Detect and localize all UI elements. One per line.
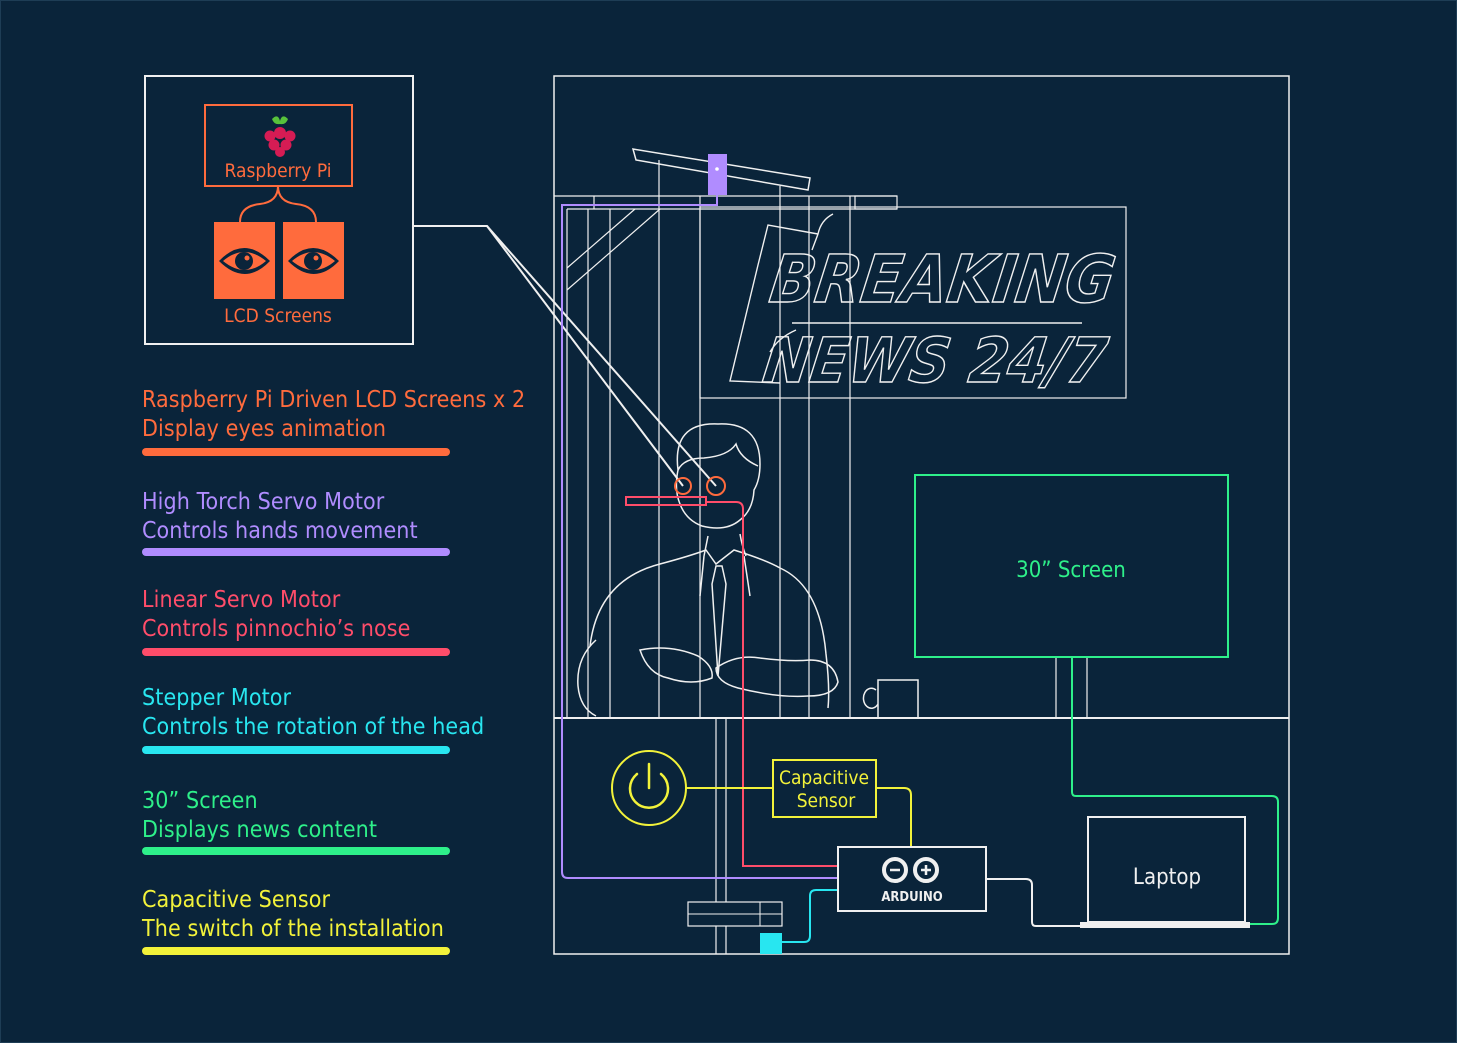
high-torch-servo-motor xyxy=(708,154,727,195)
legend-color-bar xyxy=(142,947,450,955)
legend-item-linear-servo: Linear Servo Motor Controls pinnochio’s … xyxy=(142,586,562,656)
legend-title: Raspberry Pi Driven LCD Screens x 2 xyxy=(142,387,526,413)
wire-servo-arduino xyxy=(561,195,840,879)
eye-icon xyxy=(219,248,270,274)
stepper-motor xyxy=(687,901,783,954)
installation-frame xyxy=(553,75,1290,955)
legend-item-high-torch-servo: High Torch Servo Motor Controls hands mo… xyxy=(142,488,562,556)
legend-color-bar xyxy=(142,746,450,754)
wire-nose-arduino xyxy=(706,501,840,867)
nose-linear-servo xyxy=(625,496,707,506)
inset-box: Raspberry Pi LCD Screens xyxy=(144,75,414,345)
legend-description: Displays news content xyxy=(142,817,378,843)
wire-stepper-arduino xyxy=(782,889,838,943)
wire-arduino-laptop xyxy=(986,878,1084,927)
sign-text-line1: BREAKING xyxy=(765,240,1120,318)
laptop: Laptop xyxy=(1080,816,1250,928)
arduino-label: ARDUINO xyxy=(881,890,942,905)
laptop-label: Laptop xyxy=(1133,865,1201,890)
legend-title: Linear Servo Motor xyxy=(142,587,341,613)
legend-color-bar xyxy=(142,847,450,855)
raspberry-pi-label: Raspberry Pi xyxy=(225,160,332,182)
inset-frame xyxy=(144,75,414,345)
raspberry-pi-logo-icon xyxy=(264,116,296,157)
legend-color-bar xyxy=(142,648,450,656)
callout-line xyxy=(486,225,717,487)
stepper-motor-unit xyxy=(760,933,782,954)
servo-arm xyxy=(631,148,811,195)
eye-lcd-left xyxy=(674,477,692,495)
legend-title: Capacitive Sensor xyxy=(142,887,331,913)
arduino-board: ARDUINO xyxy=(837,846,987,912)
wire-screen-laptop xyxy=(1071,658,1279,925)
arduino-logo-icon xyxy=(882,857,939,883)
legend-description: The switch of the installation xyxy=(142,916,444,942)
eye-icon xyxy=(288,248,339,274)
legend-item-30-screen: 30” Screen Displays news content xyxy=(142,787,562,855)
callout-line xyxy=(413,225,684,487)
legend-title: High Torch Servo Motor xyxy=(142,489,385,515)
screen-30-inch: 30” Screen xyxy=(914,474,1229,658)
power-button-icon xyxy=(611,750,687,826)
legend-description: Controls pinnochio’s nose xyxy=(142,616,411,642)
legend-description: Controls the rotation of the head xyxy=(142,714,485,740)
legend-title: 30” Screen xyxy=(142,788,258,814)
legend-color-bar xyxy=(142,448,450,456)
wire-rpi-lcd-left xyxy=(239,185,279,223)
sensor-label-line1: Capacitive xyxy=(779,767,869,789)
legend-description: Display eyes animation xyxy=(142,416,387,442)
eye-lcd-right xyxy=(706,476,726,496)
capacitive-sensor: Capacitive Sensor xyxy=(772,759,877,818)
legend-description: Controls hands movement xyxy=(142,518,418,544)
wire-sensor-arduino xyxy=(686,787,912,847)
screen-label: 30” Screen xyxy=(1016,558,1126,583)
legend-item-lcd-screens: Raspberry Pi Driven LCD Screens x 2 Disp… xyxy=(142,386,562,456)
legend-item-capacitive-sensor: Capacitive Sensor The switch of the inst… xyxy=(142,886,562,955)
sensor-label-line2: Sensor xyxy=(797,790,857,812)
legend-color-bar xyxy=(142,548,450,556)
sign-text-line2: NEWS 24/7 xyxy=(759,324,1112,397)
wire-rpi-lcd-right xyxy=(277,185,317,223)
legend-title: Stepper Motor xyxy=(142,685,292,711)
legend-item-stepper-motor: Stepper Motor Controls the rotation of t… xyxy=(142,684,562,754)
news-anchor-figure xyxy=(577,423,919,719)
breaking-news-sign: BREAKING NEWS 24/7 xyxy=(699,206,1127,399)
lcd-screens-label: LCD Screens xyxy=(224,305,332,327)
